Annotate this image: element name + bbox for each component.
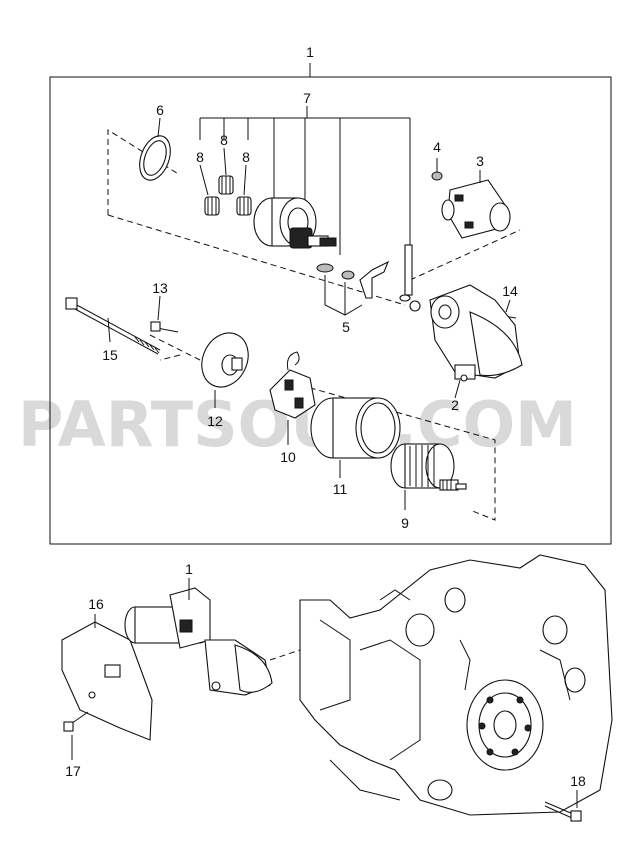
engine-block [299, 554, 613, 816]
callout-10[interactable]: 10 [280, 449, 296, 465]
planetary-gear-assembly [253, 197, 337, 249]
yoke-part-11 [310, 397, 401, 459]
armature-part-9 [390, 443, 467, 491]
callout-6[interactable]: 6 [156, 102, 164, 118]
callout-8a[interactable]: 8 [196, 149, 204, 165]
callout-8c[interactable]: 8 [242, 149, 250, 165]
callout-3[interactable]: 3 [476, 153, 484, 169]
callout-7[interactable]: 7 [303, 90, 311, 106]
callout-17[interactable]: 17 [65, 763, 81, 779]
through-bolt-part-15 [65, 297, 161, 355]
callout-8b[interactable]: 8 [220, 132, 228, 148]
callout-1-top[interactable]: 1 [306, 44, 314, 60]
rear-cover-part-12 [201, 332, 249, 388]
callout-14[interactable]: 14 [502, 283, 518, 299]
drive-lever-parts-5 [316, 244, 421, 312]
assembly-frame [49, 76, 612, 545]
callout-9[interactable]: 9 [401, 515, 409, 531]
callout-13[interactable]: 13 [152, 280, 168, 296]
washer-part-4 [431, 171, 443, 181]
callout-18[interactable]: 18 [570, 773, 586, 789]
o-ring-part-6 [139, 135, 171, 181]
callout-12[interactable]: 12 [207, 413, 223, 429]
front-housing-part-2 [429, 284, 523, 382]
planet-gear-2 [218, 175, 234, 195]
callout-11[interactable]: 11 [333, 481, 348, 497]
starter-assembly-part-1 [124, 587, 273, 696]
callout-5[interactable]: 5 [342, 319, 350, 335]
planet-gear-3 [236, 196, 252, 216]
callout-16[interactable]: 16 [88, 596, 104, 612]
bolt-part-18 [544, 801, 582, 822]
callout-1-bottom[interactable]: 1 [185, 561, 193, 577]
bolt-part-17 [63, 711, 89, 732]
callout-2[interactable]: 2 [451, 397, 459, 413]
brush-holder-part-10 [269, 351, 316, 419]
solenoid-switch-part-3 [441, 179, 511, 239]
callout-4[interactable]: 4 [433, 139, 441, 155]
bolt-part-13 [150, 321, 179, 333]
heat-shield-part-16 [61, 621, 153, 741]
planet-gear-1 [204, 196, 220, 216]
callout-15[interactable]: 15 [102, 347, 118, 363]
